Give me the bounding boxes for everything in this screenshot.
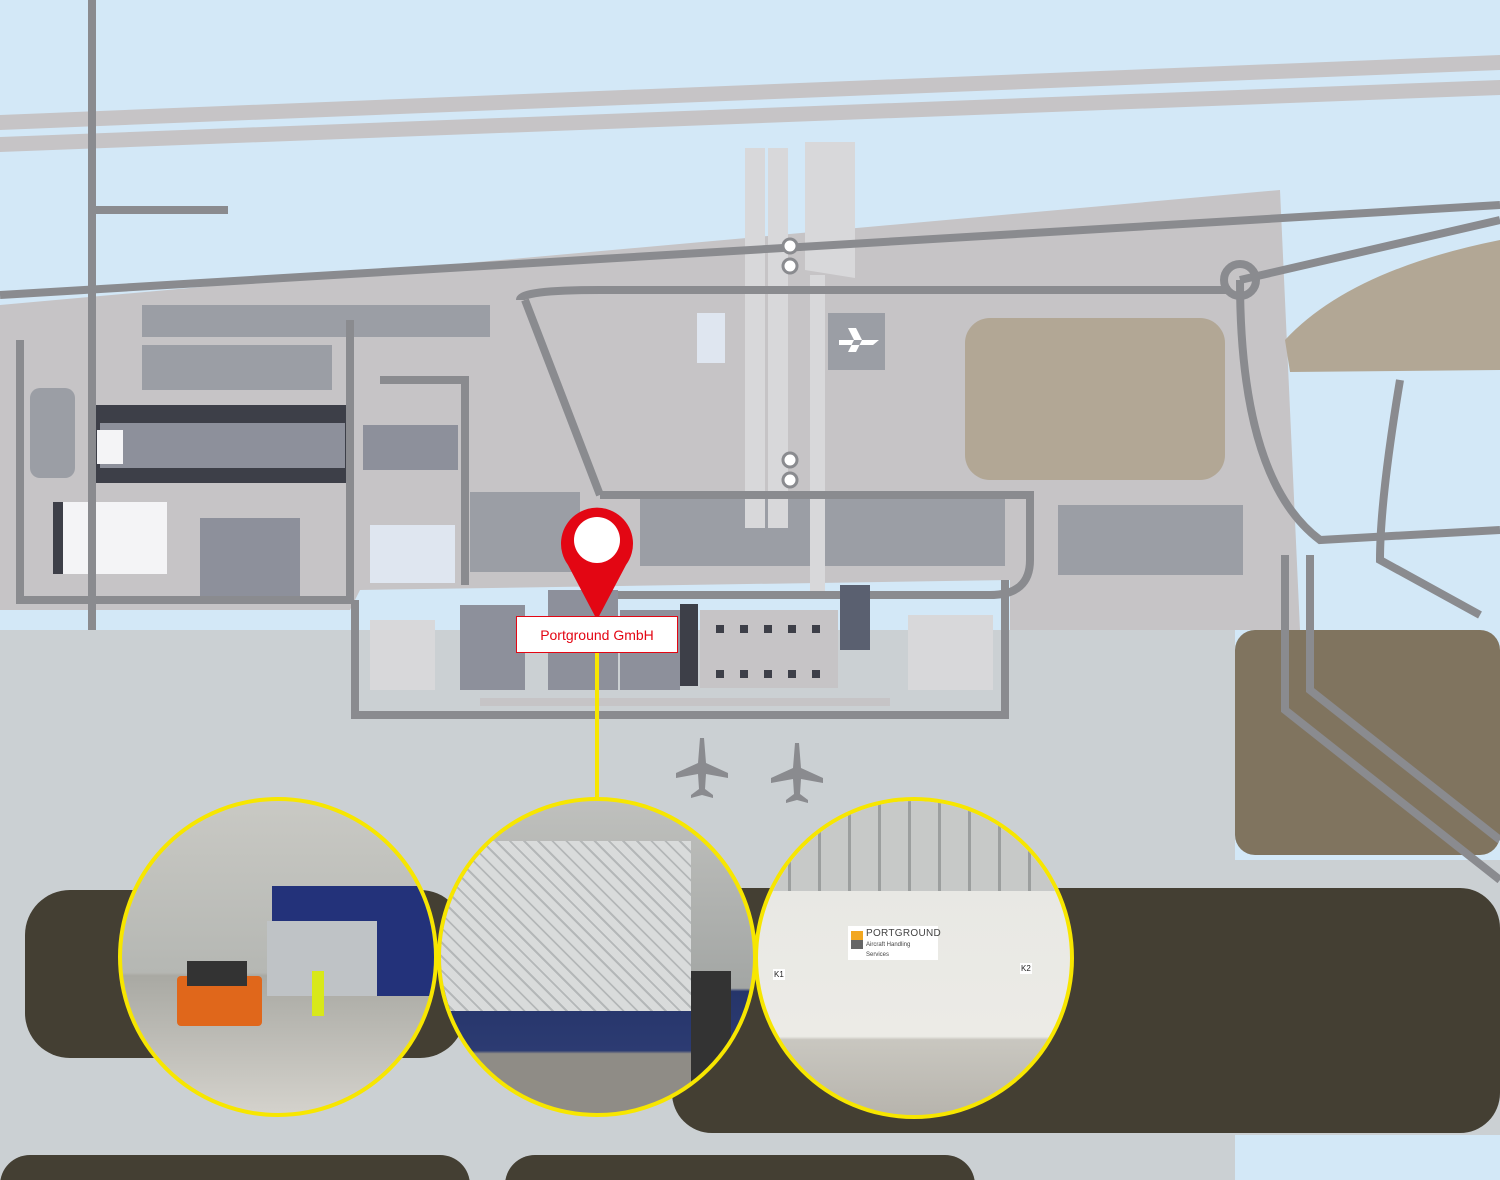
photo-tug-and-cargo — [118, 797, 438, 1117]
door-label-k2: K2 — [1020, 963, 1032, 974]
door-label-k1: K1 — [773, 969, 785, 980]
portground-sign: PORTGROUND Aircraft Handling Services — [848, 926, 942, 960]
map-pin-icon[interactable] — [561, 507, 633, 620]
airplane-icon — [676, 328, 879, 803]
sign-title: PORTGROUND — [866, 928, 942, 939]
location-label[interactable]: Portground GmbH — [516, 616, 678, 653]
sign-subtitle: Aircraft Handling Services — [866, 942, 911, 958]
photo-cargo-loading — [437, 797, 757, 1117]
